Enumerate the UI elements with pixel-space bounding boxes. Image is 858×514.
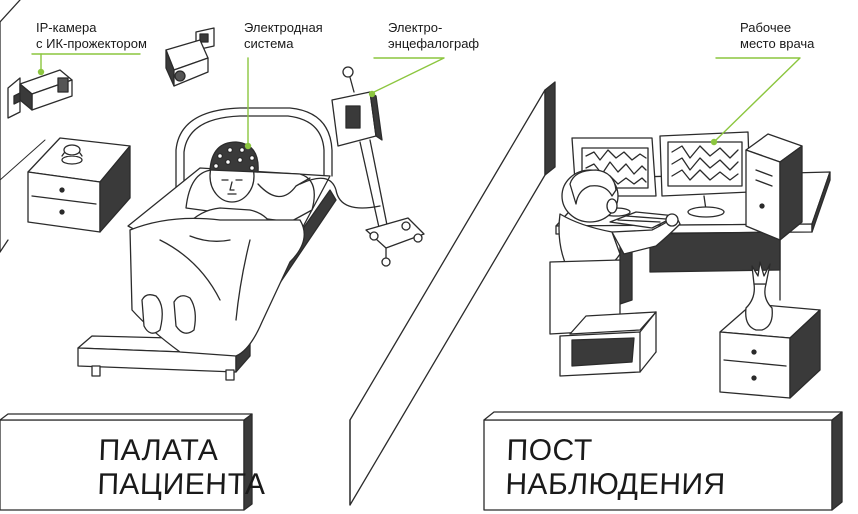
callout-dots bbox=[37, 68, 718, 150]
room-label-patient: ПАЛАТА ПАЦИЕНТА bbox=[96, 434, 267, 501]
partition-wall bbox=[349, 81, 556, 506]
callout-leader-lines bbox=[31, 53, 801, 145]
ip-camera-wall bbox=[7, 69, 73, 119]
patient-room-walls bbox=[0, 0, 46, 253]
ip-camera-ceiling bbox=[165, 27, 215, 87]
callout-eeg-device: Электро- энцефалограф bbox=[388, 20, 480, 51]
nightstand-left bbox=[27, 137, 131, 233]
callout-ip-camera: IP-камера с ИК-прожектором bbox=[36, 20, 147, 51]
callout-electrode-system: Электродная система bbox=[244, 20, 323, 51]
nightstand-right bbox=[719, 261, 821, 399]
room-label-observation: ПОСТ НАБЛЮДЕНИЯ bbox=[504, 434, 727, 501]
callout-doctor-workstation: Рабочее место врача bbox=[740, 20, 815, 51]
eeg-device bbox=[299, 66, 425, 267]
label-panel-patient bbox=[0, 413, 253, 511]
pc-tower bbox=[745, 133, 803, 241]
label-panel-observation bbox=[483, 411, 843, 511]
doctor-chair bbox=[549, 259, 657, 377]
blanket bbox=[129, 217, 305, 357]
doctor bbox=[558, 169, 681, 273]
